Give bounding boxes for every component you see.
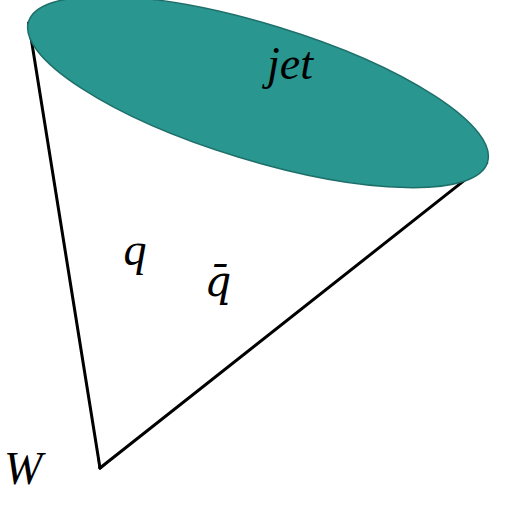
boson-label: W xyxy=(4,446,42,492)
cone-label: q xyxy=(124,227,147,273)
cone-label: jet xyxy=(267,41,313,87)
cone-label: q̄ xyxy=(205,261,232,303)
cone-mouth xyxy=(9,0,506,227)
